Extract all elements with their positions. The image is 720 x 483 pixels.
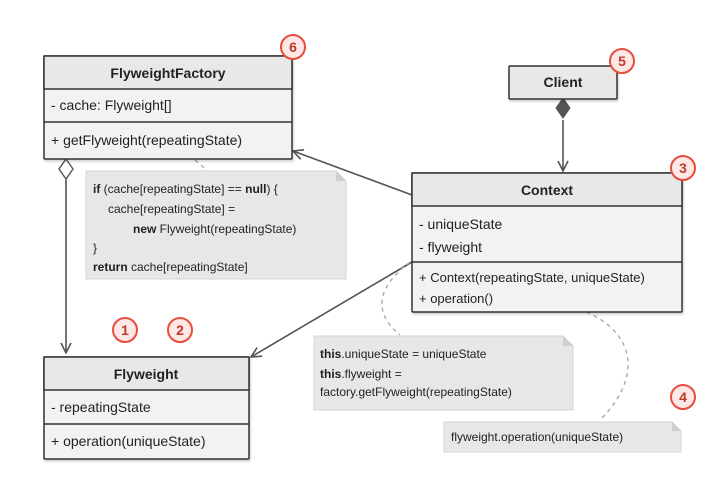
context-title: Context [521,182,573,198]
badge-6: 6 [280,34,306,60]
factory-note-line-4: } [93,241,97,255]
factory-note-line-2: cache[repeatingState] = [108,202,235,216]
operation-note-anchor [515,298,629,421]
svg-text:2: 2 [176,322,184,338]
flyweight-factory-method: + getFlyweight(repeatingState) [51,132,242,148]
badge-3: 3 [670,155,696,181]
svg-text:1: 1 [121,322,129,338]
svg-text:3: 3 [679,160,687,176]
note-context-constructor [313,335,574,411]
context-note-line-2: this.flyweight = [320,367,402,381]
factory-note-line-1: if (cache[repeatingState] == null) { [93,182,278,196]
svg-text:6: 6 [289,39,297,55]
aggregation-diamond [58,157,74,181]
factory-note-line-3: new Flyweight(repeatingState) [133,222,296,236]
svg-text:5: 5 [618,53,626,69]
class-flyweight [43,356,250,460]
note-operation-call [443,421,682,453]
flyweight-field: - repeatingState [51,399,151,415]
badge-1: 1 [112,317,138,343]
context-method-constructor: + Context(repeatingState, uniqueState) [419,270,645,285]
client-title: Client [544,74,583,90]
svg-text:4: 4 [679,389,687,405]
flyweight-title: Flyweight [114,366,179,382]
context-note-line-1: this.uniqueState = uniqueState [320,347,487,361]
class-flyweight-factory [43,55,293,160]
note-factory-code [85,170,347,280]
flyweight-factory-title: FlyweightFactory [110,65,225,81]
composition-diamond [555,97,571,119]
operation-note-text: flyweight.operation(uniqueState) [451,430,623,444]
flyweight-method: + operation(uniqueState) [51,433,206,449]
class-client [508,65,618,100]
class-context [411,172,683,313]
badge-2: 2 [167,317,193,343]
context-flyweight-association [251,261,413,357]
context-note-line-3: factory.getFlyweight(repeatingState) [320,385,512,399]
context-method-operation: + operation() [419,291,493,306]
flyweight-factory-field: - cache: Flyweight[] [51,97,172,113]
context-field-unique-state: - uniqueState [419,216,502,232]
badge-5: 5 [609,48,635,74]
context-field-flyweight: - flyweight [419,239,482,255]
factory-note-line-5: return cache[repeatingState] [93,260,248,274]
badge-4: 4 [670,384,696,410]
context-factory-association [293,151,413,196]
context-note-anchor [381,261,411,336]
